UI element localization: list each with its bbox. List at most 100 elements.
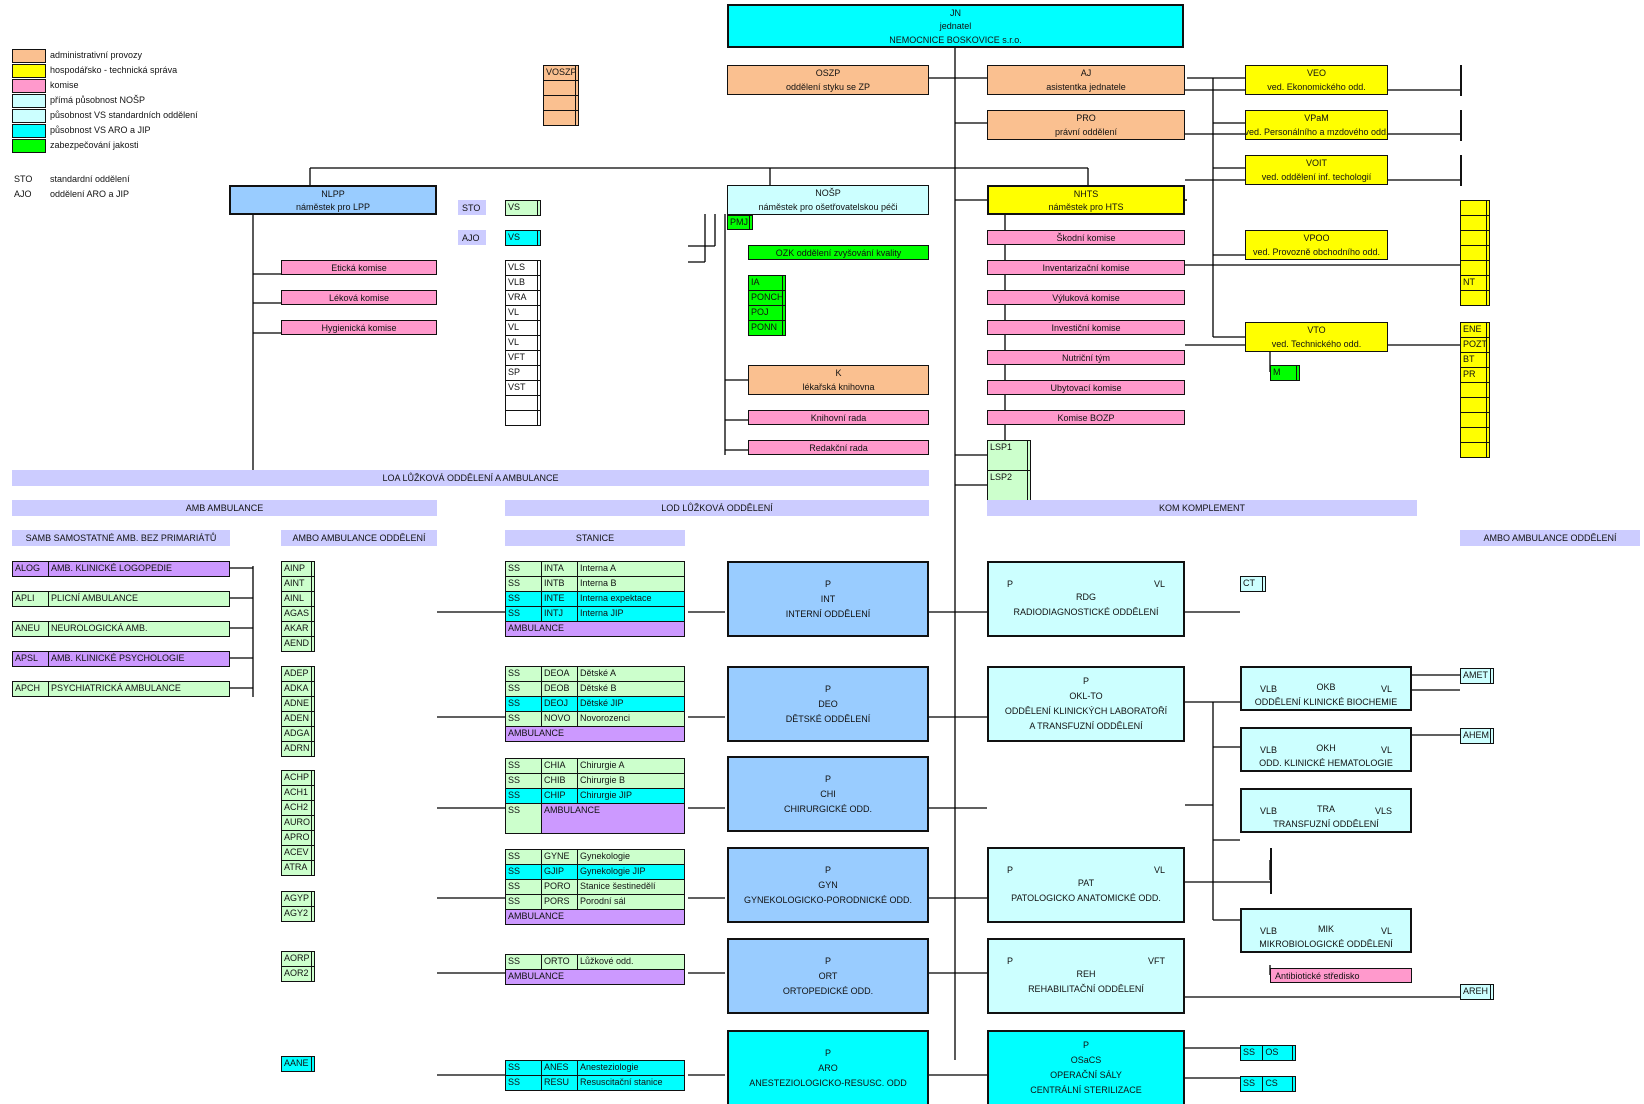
row-cell: LSP1 bbox=[988, 441, 1028, 470]
row-cell: ACH1 bbox=[282, 786, 312, 800]
reh-corner-left: P bbox=[1007, 956, 1014, 966]
row-cell: Telefonní ústředna bbox=[1487, 398, 1489, 412]
row-text: AMBULANCE bbox=[508, 971, 565, 981]
row-cell: Chirurg.amb. II. bbox=[312, 801, 314, 815]
row-cell: Energetika bbox=[1487, 323, 1489, 337]
row-cell bbox=[1461, 156, 1462, 170]
row-cell bbox=[1461, 81, 1462, 95]
row-cell: PSYCHIATRICKÁ AMBULANCE bbox=[51, 683, 181, 693]
row-cell: SS bbox=[506, 562, 542, 576]
aro-line: ARO bbox=[818, 1062, 838, 1073]
row-cell: AKAR bbox=[282, 622, 312, 636]
row-cell: CHIP bbox=[542, 789, 578, 803]
row-cell: Dět.gastroenter.amb. bbox=[312, 727, 314, 741]
int-line: INT bbox=[820, 593, 836, 604]
chi-line: P bbox=[824, 773, 831, 784]
row-cell: PORS bbox=[542, 895, 578, 909]
row-cell: AGYP bbox=[282, 892, 312, 906]
row-cell: vrchní sestra stand. odd. bbox=[538, 201, 540, 215]
row-cell: Stanice šestinedělí bbox=[580, 881, 656, 891]
row-cell: Interna A bbox=[580, 563, 617, 573]
row-cell: zdravotnický archív bbox=[538, 411, 540, 425]
lsp-row: LSP2LSPP PRO DĚTI A DOROST bbox=[987, 470, 1031, 501]
row-cell: vedoucí laboratoře OKH bbox=[538, 276, 540, 290]
row-cell bbox=[1461, 231, 1487, 245]
row-cell: PONCH bbox=[749, 291, 783, 305]
os-row: SSOSOperační sály bbox=[1240, 1045, 1296, 1061]
row-cell: AINP bbox=[282, 562, 312, 576]
row-cell: Dětské B bbox=[580, 683, 617, 693]
row-cell: PLICNÍ AMBULANCE bbox=[51, 593, 139, 603]
voit-line: ved. oddělení inf. techologií bbox=[1261, 172, 1372, 182]
row-cell bbox=[1461, 66, 1462, 80]
row-cell: AGAS bbox=[282, 607, 312, 621]
lsp-row: LSP1LSPP PRO DOSPĚLÉ bbox=[987, 440, 1031, 471]
row-cell: Dětské JIP bbox=[580, 698, 624, 708]
voit_list-row: Prac.software bbox=[1460, 155, 1462, 171]
row-cell: AMBULANCE bbox=[542, 804, 684, 833]
okh-line: ODD. KLINICKÉ HEMATOLOGIE bbox=[1259, 757, 1393, 768]
row-cell: AANE bbox=[282, 1057, 312, 1071]
row-cell: NOVO bbox=[542, 712, 578, 726]
row-cell: LSP2 bbox=[988, 471, 1028, 500]
row-cell bbox=[1271, 849, 1272, 863]
komise_right-item: Výluková komise bbox=[987, 290, 1185, 305]
oklto-line: P bbox=[1082, 676, 1089, 686]
ahem-row: AHEMHematologická amb. bbox=[1460, 728, 1494, 744]
oklto-line: ODDĚLENÍ KLINICKÝCH LABORATOŘÍ bbox=[1004, 706, 1168, 716]
row-cell bbox=[1461, 291, 1487, 305]
row-cell: Traumatologická amb. bbox=[312, 861, 314, 875]
row-cell: SS bbox=[506, 880, 542, 894]
jn-line: jednatel bbox=[939, 21, 972, 32]
row-cell: Ortoped.amb. II. bbox=[312, 967, 314, 981]
reh-corner-right: VFT bbox=[1148, 956, 1165, 966]
vpoo_list-row: NTNutriční terapeut bbox=[1460, 275, 1490, 291]
row-cell: Dětská příjmová amb. bbox=[312, 667, 314, 681]
vpoo_list-row: Hospodářské archívy bbox=[1460, 290, 1490, 306]
legend-swatch bbox=[12, 49, 46, 63]
row-cell: SS bbox=[506, 1076, 542, 1090]
row-cell: AEND bbox=[282, 637, 312, 651]
ambo_ort-row: AOR2Ortoped.amb. II. bbox=[281, 966, 315, 982]
oklto-line: OKL-TO bbox=[1069, 691, 1103, 701]
row-cell: SS bbox=[506, 577, 542, 591]
ambo_gyn-row: AGY2Gynekol.amb. II. bbox=[281, 906, 315, 922]
vpoo-line: VPOO bbox=[1303, 233, 1330, 243]
nosp_list-row: VLBvedoucí laboratoře OKH bbox=[505, 275, 541, 291]
row-cell: Bezpečnost práce a PO bbox=[1487, 353, 1489, 367]
vpoo_list-row: Obchodní oddělení bbox=[1460, 200, 1490, 216]
row-cell: vrchní sestra ARO a JIP bbox=[538, 231, 540, 245]
row-cell: os. odp. za nakládání s NCHLP bbox=[783, 291, 785, 305]
row-cell: ACEV bbox=[282, 846, 312, 860]
quality_list-row: IAinterní auditoři jakosti bbox=[748, 275, 786, 291]
row-cell bbox=[1461, 398, 1487, 412]
row-cell: ACH2 bbox=[282, 801, 312, 815]
row-cell: ACHP bbox=[282, 771, 312, 785]
row-cell: SS bbox=[506, 789, 542, 803]
row-cell: Novorozenci bbox=[580, 713, 631, 723]
ambo_int-row: AINTInterní amb. I bbox=[281, 576, 315, 592]
tra_q-row: osoba odpovědná za výrobu bbox=[1270, 863, 1272, 879]
st_gyn-row: AMBULANCE bbox=[505, 909, 685, 925]
row-cell: pracovník odp. za hlášení NN bbox=[783, 321, 785, 335]
row-cell: SS bbox=[506, 697, 542, 711]
nosp_list-row: zdravotnický archív bbox=[505, 410, 541, 426]
row-cell: Anesteziologická amb. bbox=[312, 1057, 314, 1071]
nosp_list-row: VLvedoucí laborant mikrobiologie bbox=[505, 335, 541, 351]
nhts-line: NHTS bbox=[1073, 189, 1099, 199]
gyn-line: P bbox=[824, 864, 831, 875]
legend-swatch bbox=[12, 94, 46, 108]
row-cell: Interna expektace bbox=[580, 593, 652, 603]
row-cell: Dět.nefrolog.amb. bbox=[312, 697, 314, 711]
tra-corner-left: VLB bbox=[1260, 806, 1278, 816]
row-cell: SS bbox=[506, 1061, 542, 1075]
